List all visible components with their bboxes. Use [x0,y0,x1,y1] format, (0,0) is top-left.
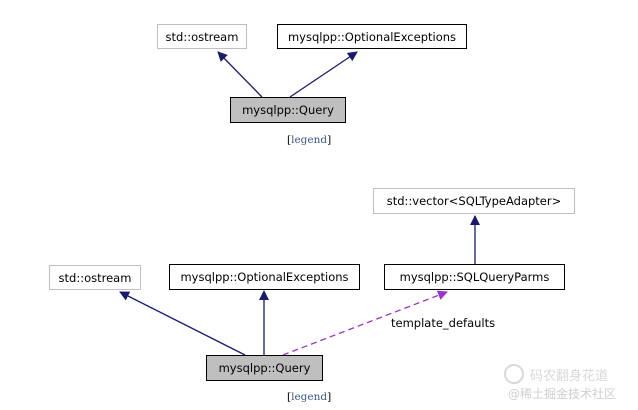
d1-node-query-label: mysqlpp::Query [242,103,334,117]
d1-node-std-ostream-label: std::ostream [165,29,239,44]
d2-legend-open: [ [287,391,292,403]
d1-node-optional-exceptions[interactable]: mysqlpp::OptionalExceptions [277,24,467,49]
d2-node-query: mysqlpp::Query [206,355,323,381]
watermark: 码农翻身花道 [504,364,608,384]
d1-node-query: mysqlpp::Query [230,97,346,123]
d2-node-optional-exceptions-label: mysqlpp::OptionalExceptions [180,270,349,284]
d2-node-optional-exceptions[interactable]: mysqlpp::OptionalExceptions [169,264,360,290]
d2-node-std-vector[interactable]: std::vector<SQLTypeAdapter> [373,188,575,214]
d2-node-std-vector-label: std::vector<SQLTypeAdapter> [386,194,562,208]
d1-legend: [legend] [287,134,331,146]
d2-legend: [legend] [287,391,331,403]
d2-node-sqlqueryparms-label: mysqlpp::SQLQueryParms [399,270,550,284]
d1-node-std-ostream[interactable]: std::ostream [157,24,247,49]
d1-legend-open: [ [287,134,292,146]
d2-node-sqlqueryparms[interactable]: mysqlpp::SQLQueryParms [384,264,565,290]
d1-legend-link[interactable]: legend [291,134,328,146]
watermark-logo-icon [504,364,524,384]
d2-edge-query-ostream [119,291,246,356]
d2-legend-close: ] [327,391,332,403]
d1-edge-query-ostream [217,51,263,98]
d2-node-std-ostream-label: std::ostream [58,270,132,285]
watermark-line2: @稀土掘金技术社区 [508,387,617,401]
d1-edge-query-optional-exceptions [289,51,358,98]
watermark-sub: @稀土掘金技术社区 [508,385,616,402]
d2-node-std-ostream[interactable]: std::ostream [49,265,141,290]
d2-legend-link[interactable]: legend [291,391,328,403]
d1-node-optional-exceptions-label: mysqlpp::OptionalExceptions [287,29,457,44]
d2-node-query-label: mysqlpp::Query [218,361,311,375]
watermark-line1: 码农翻身花道 [530,368,609,384]
d1-legend-close: ] [327,134,332,146]
d2-edge-label-template-defaults: template_defaults [391,316,496,330]
